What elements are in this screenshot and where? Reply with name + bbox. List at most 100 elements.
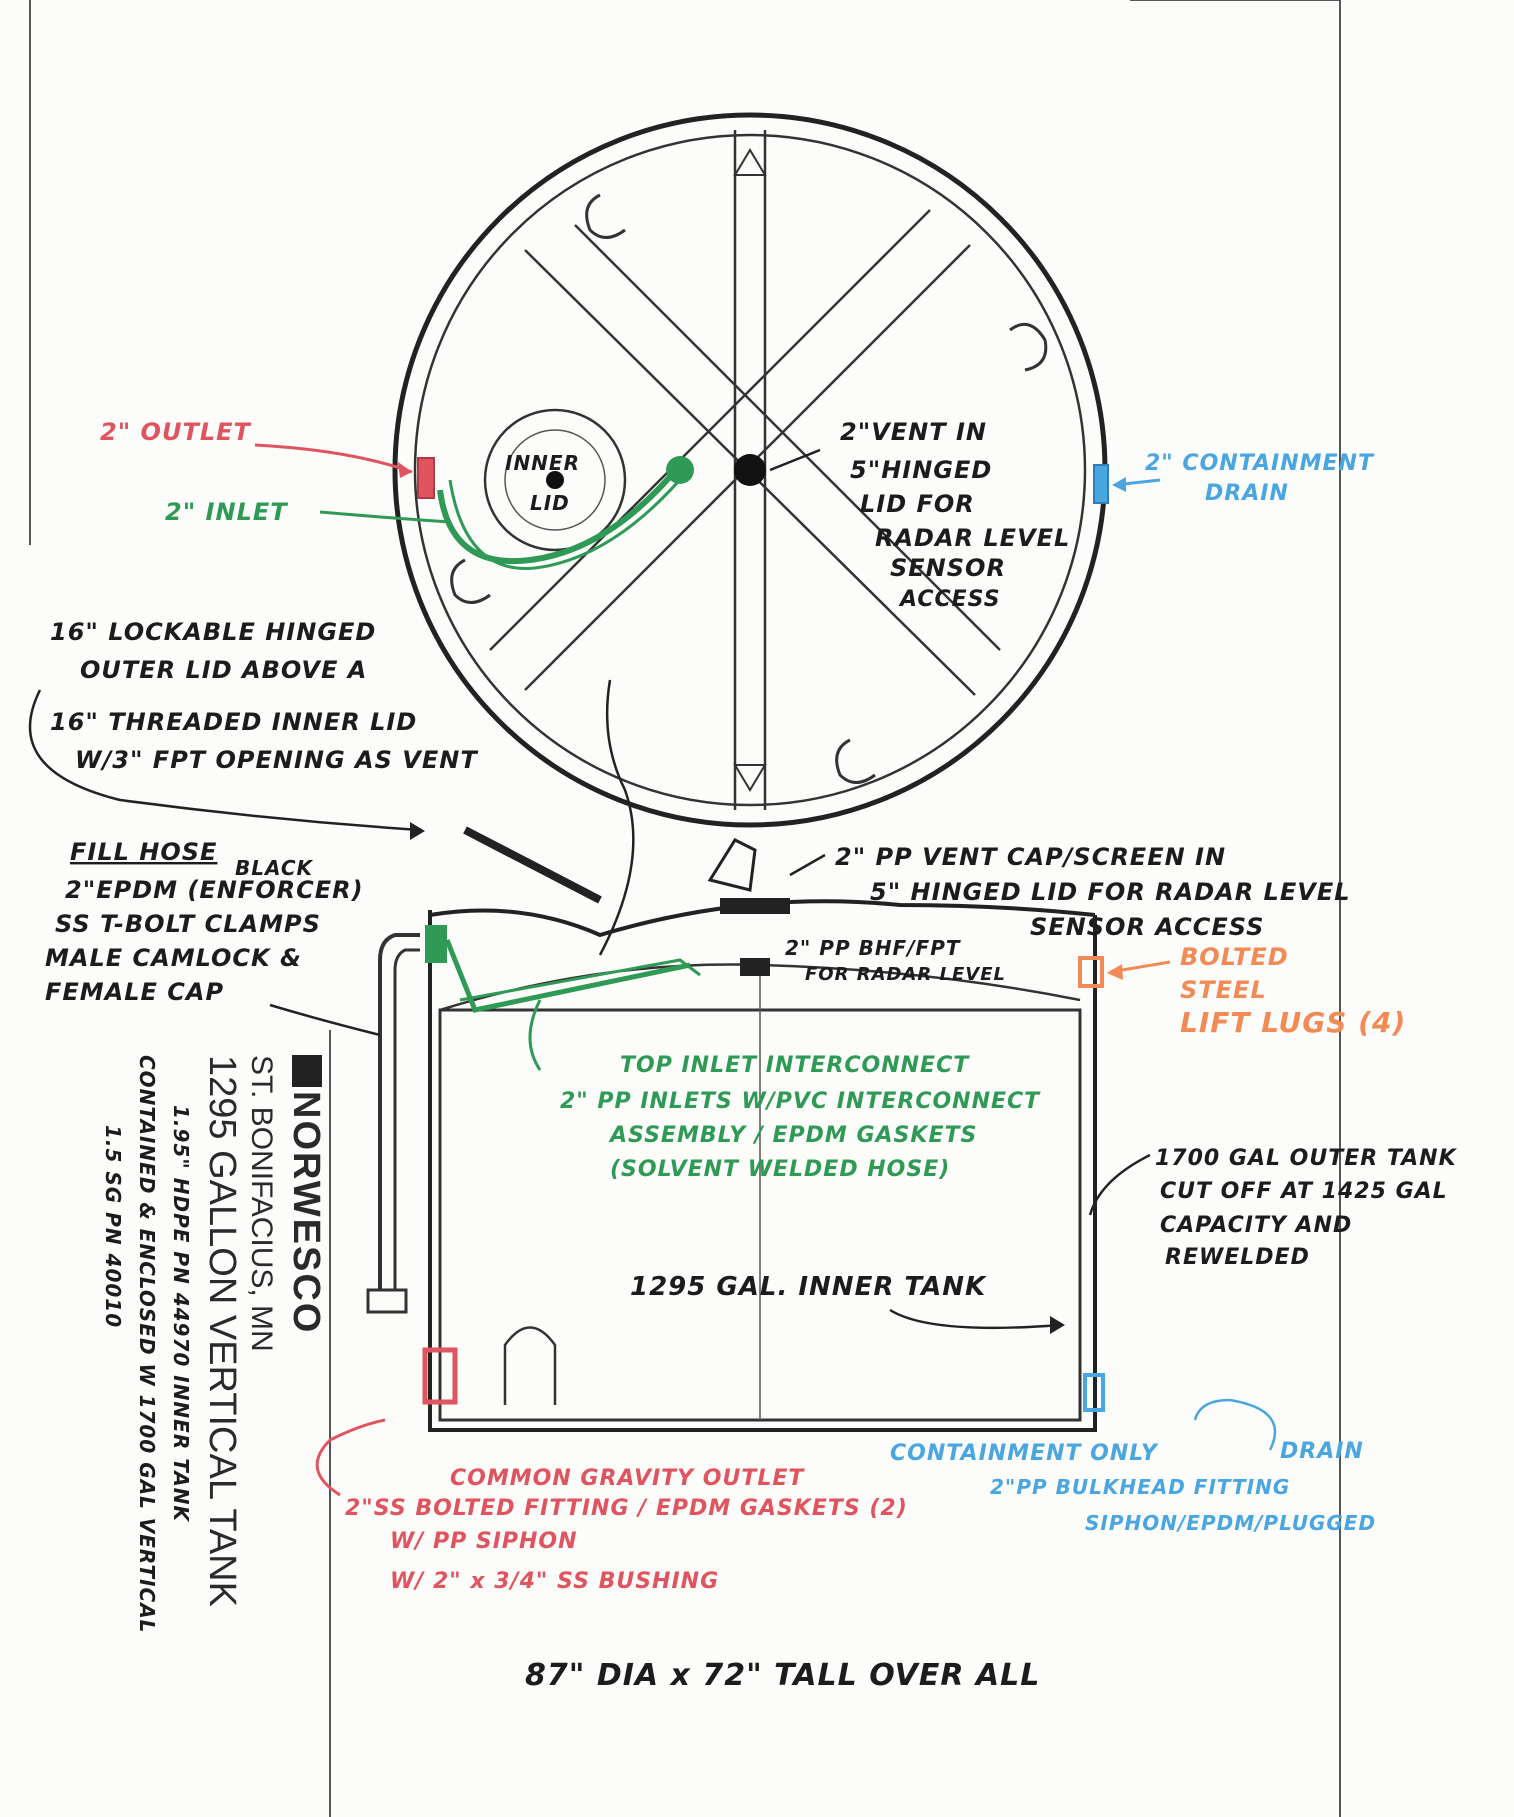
title-location: ST. BONIFACIUS, MN [245,1055,278,1352]
label-lugs-3: LIFT LUGS (4) [1180,1006,1406,1039]
inner-lid-inner-circle [504,429,606,531]
rib-tip-bottom [733,764,767,792]
label-drain-1: 2" CONTAINMENT [1145,451,1375,476]
outlet-arrowhead [398,462,412,478]
label-vent-1: 2"VENT IN [840,418,987,446]
label-top-inlet-4: (SOLVENT WELDED HOSE) [610,1157,950,1182]
inlet-hose-2 [448,467,692,570]
label-inlet: 2" INLET [165,498,288,526]
rib-tip-top [733,148,767,176]
outlet-fitting [417,457,435,499]
label-vent-5: SENSOR [890,554,1006,582]
label-vent-4: RADAR LEVEL [875,524,1070,552]
label-gravity-4: W/ 2" x 3/4" SS BUSHING [390,1569,719,1594]
lug-notch-4 [835,738,876,784]
inner-lid-center [546,471,564,489]
vent-cap-arrow [789,853,826,877]
lift-lug [1078,956,1104,988]
fill-hose-leader [269,1003,381,1037]
label-fill-hose-1: 2"EPDM (ENFORCER) [65,876,364,904]
inner-tank-leader [889,1308,1061,1330]
label-lugs-2: STEEL [1180,976,1267,1004]
lug-notch-2 [1009,322,1048,372]
label-vent-6: ACCESS [898,587,1001,612]
label-fill-hose-4: FEMALE CAP [45,978,224,1006]
label-drain-2: DRAIN [1205,481,1289,506]
side-view [366,826,1105,1432]
camlock-cap [366,1288,408,1314]
brand-logo-mark [292,1055,322,1087]
rib-diagonal-b2 [489,209,931,651]
label-top-inlet-2: 2" PP INLETS W/PVC INTERCONNECT [560,1089,1041,1114]
label-outer-tank-2: CUT OFF AT 1425 GAL [1160,1179,1448,1204]
label-top-inlet-3: ASSEMBLY / EPDM GASKETS [608,1123,977,1148]
label-lid: LID [530,491,570,515]
containment-drain-fitting [1093,464,1109,504]
bhf-fitting [740,958,770,976]
label-outlet: 2" OUTLET [100,418,252,446]
label-inner: INNER [505,451,580,475]
label-outer-lid-2: OUTER LID ABOVE A [80,656,367,684]
label-fill-hose-3: MALE CAMLOCK & [45,944,302,972]
tank-inner-rim [413,133,1087,807]
label-gravity-2: 2"SS BOLTED FITTING / EPDM GASKETS (2) [345,1496,908,1521]
title-block: NORWESCO ST. BONIFACIUS, MN 1295 GALLON … [101,1055,327,1633]
label-bhf-1: 2" PP BHF/FPT [785,936,961,960]
label-fill-hose: FILL HOSE [70,838,217,866]
label-dimensions: 87" DIA x 72" TALL OVER ALL [525,1658,1040,1693]
label-bhf-2: FOR RADAR LEVEL [805,964,1006,985]
containment-leader [1193,1398,1277,1451]
fill-hose [378,933,420,1290]
outer-lid-leader [598,679,635,956]
outlet-arrow [254,443,413,474]
label-vent-2: 5"HINGED [850,456,992,484]
vent-arrow [769,448,821,472]
outer-tank-leader [1088,1153,1151,1216]
vent-hood [707,838,757,892]
gravity-outlet-fitting [422,1347,458,1405]
label-outer-tank-1: 1700 GAL OUTER TANK [1155,1146,1458,1171]
vent-center [734,454,766,486]
label-vent-3: LID FOR [860,490,975,518]
inlet-fitting-side [425,925,447,963]
title-spec-3: 1.5 SG PN 40010 [101,1125,125,1328]
label-outer-lid-1: 16" LOCKABLE HINGED [50,618,376,646]
drain-arrowhead [1112,477,1126,492]
label-fill-hose-color: BLACK [235,856,314,880]
title-spec-2: CONTAINED & ENCLOSED W 1700 GAL VERTICAL [135,1055,159,1633]
label-gravity-1: COMMON GRAVITY OUTLET [450,1466,805,1491]
outer-tank-walls [428,910,1097,1432]
lug-arrowhead [1107,964,1123,980]
manway-arch [503,1326,557,1405]
inlet-arrow [319,510,451,524]
label-top-inlet-1: TOP INLET INTERCONNECT [620,1053,970,1078]
title-product: 1295 GALLON VERTICAL TANK [201,1055,243,1607]
label-inner-tank: 1295 GAL. INNER TANK [630,1272,987,1302]
label-containment-2: DRAIN [1280,1439,1364,1464]
fill-hose-inner [393,948,420,1290]
label-containment-4: SIPHON/EPDM/PLUGGED [1085,1511,1376,1535]
label-lugs-1: BOLTED [1180,943,1289,971]
lug-notch-1 [585,193,626,239]
label-gravity-3: W/ PP SIPHON [390,1529,578,1554]
vent-cap [720,898,790,914]
label-outer-tank-4: REWELDED [1165,1245,1310,1270]
label-inner-lid-2: W/3" FPT OPENING AS VENT [75,746,478,774]
top-view [392,112,1109,828]
label-containment-1: CONTAINMENT ONLY [890,1441,1159,1466]
label-inner-lid-1: 16" THREADED INNER LID [50,708,417,736]
label-containment-3: 2"PP BULKHEAD FITTING [990,1475,1290,1499]
inlet-port [666,456,694,484]
inlet-hose [437,463,683,565]
inner-lid-outer-circle [483,408,627,552]
inner-lid-leader-head [410,822,425,840]
interconnect-leader [528,999,542,1071]
inner-tank-leader-head [1050,1316,1065,1334]
containment-only-fitting [1083,1373,1105,1412]
lug-notch-3 [450,558,491,604]
title-spec-1: 1.95" HDPE PN 44970 INNER TANK [169,1105,193,1523]
label-vent-cap-2: 5" HINGED LID FOR RADAR LEVEL [870,878,1351,906]
label-fill-hose-2: SS T-BOLT CLAMPS [55,910,321,938]
label-vent-cap-1: 2" PP VENT CAP/SCREEN IN [835,843,1226,871]
